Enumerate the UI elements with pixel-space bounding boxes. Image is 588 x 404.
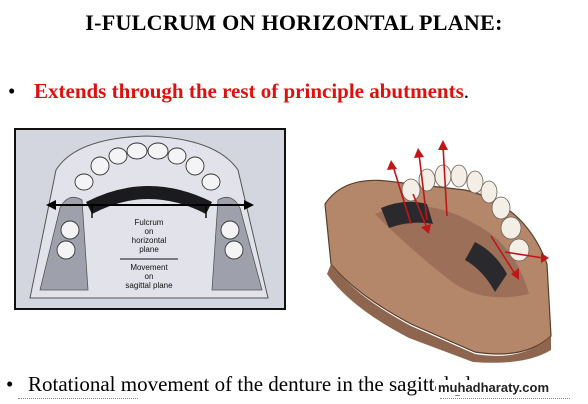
fulcrum-label-4: plane (139, 245, 159, 254)
bullet-marker: • (8, 79, 16, 103)
model-base-side (327, 264, 551, 363)
fulcrum-label-1: Fulcrum (135, 218, 164, 227)
rotation-arrows (392, 145, 544, 275)
framework-left (381, 201, 433, 228)
fulcrum-label-3: horizontal (132, 236, 167, 245)
major-connector (86, 186, 212, 214)
bullet-highlight-text: Extends through the rest of principle ab… (34, 79, 464, 103)
bullet-trailing-text: . (463, 79, 470, 103)
movement-label-2: on (145, 272, 154, 281)
fulcrum-diagram: Fulcrum on horizontal plane Movement on … (14, 128, 286, 310)
denture-model-svg (324, 140, 552, 363)
footer-dotted-line-left (18, 398, 138, 399)
fulcrum-label-2: on (145, 227, 154, 236)
movement-label-3: sagittal plane (125, 281, 173, 290)
arch-diagram-svg: Fulcrum on horizontal plane Movement on … (29, 135, 269, 299)
footer-dotted-line-right (440, 398, 570, 399)
anterior-teeth (74, 142, 221, 191)
arrow-heads (387, 140, 549, 280)
movement-label-1: Movement (130, 263, 168, 272)
bullet-extends: • Extends through the rest of principle a… (8, 79, 469, 104)
denture-model-photo (315, 124, 557, 366)
bullet-rotational-text: Rotational movement of the denture in th… (28, 372, 501, 396)
fulcrum-arrow-left (46, 200, 56, 210)
slide-title: I-FULCRUM ON HORIZONTAL PLANE: (85, 10, 503, 35)
posterior-teeth (56, 220, 244, 260)
bullet-rotational: • Rotational movement of the denture in t… (6, 372, 500, 397)
fulcrum-arrow-right (244, 200, 254, 210)
bullet-marker-2: • (6, 372, 14, 396)
framework-right (465, 242, 507, 292)
watermark: muhadharaty.com (436, 380, 552, 395)
